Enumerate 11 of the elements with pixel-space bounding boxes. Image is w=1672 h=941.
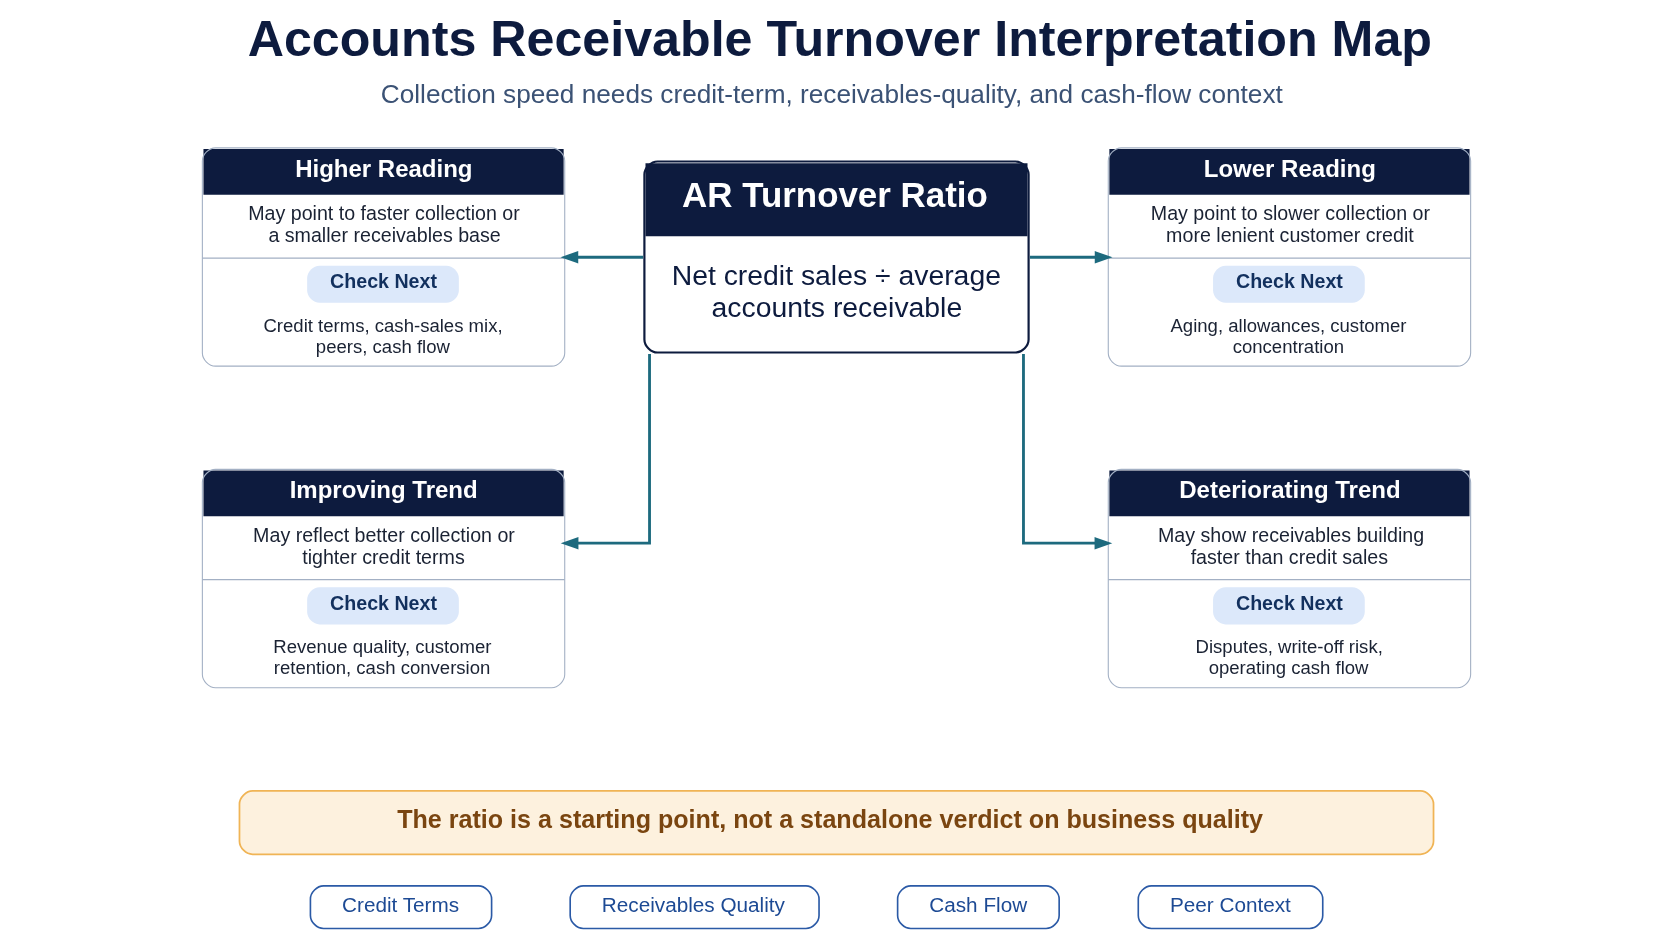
arrow	[560, 251, 643, 264]
node-box: Cash Flow	[896, 885, 1060, 930]
label: Collection speed needs credit-term, receivables-quality, and cash-flow context	[380, 79, 1283, 110]
node-box: Credit Terms	[309, 885, 492, 930]
diagram-title: Accounts Receivable Turnover Interpretation Map	[247, 10, 1432, 67]
arrow	[1029, 251, 1112, 264]
node-box: Peer Context	[1136, 885, 1324, 930]
node-box: Receivables Quality	[568, 885, 820, 930]
arrow	[1021, 353, 1112, 550]
node-box: The ratio is a starting point, not a standalone verdict on business quality	[238, 790, 1434, 856]
arrow	[560, 353, 651, 550]
